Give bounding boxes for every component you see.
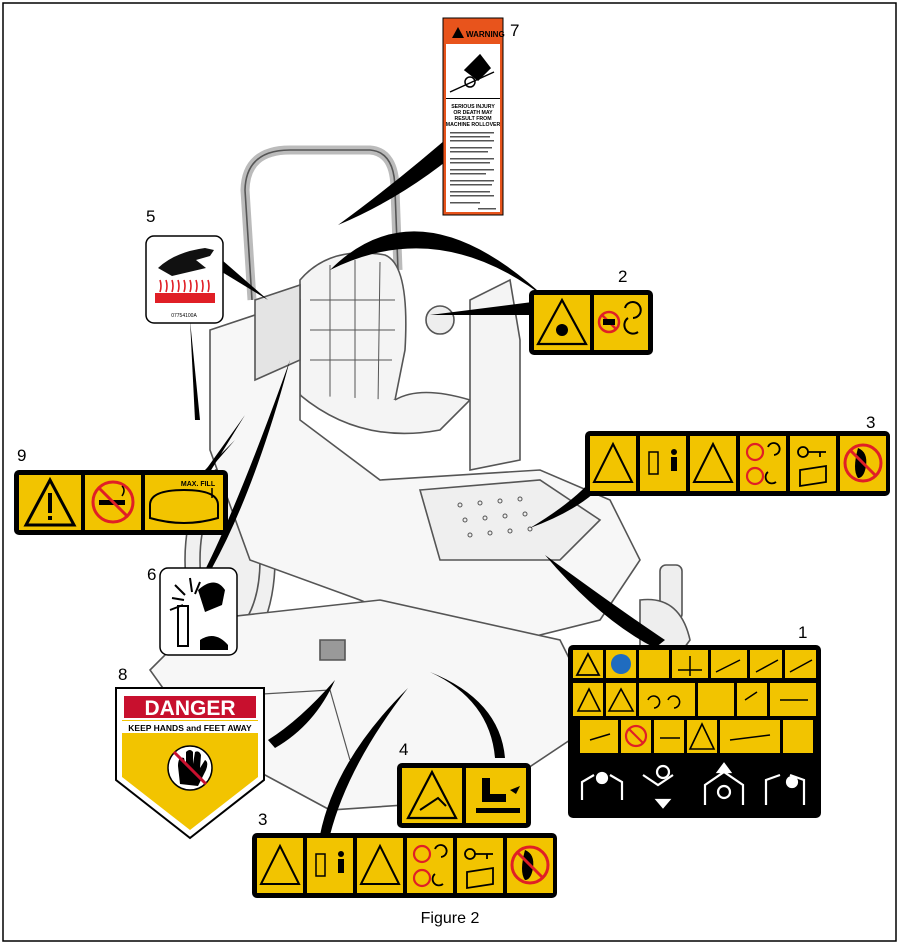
callout-4: 4 (399, 740, 408, 759)
callout-8: 8 (118, 665, 127, 684)
callout-2: 2 (618, 267, 627, 286)
decal-7-warning-rollover: WARNING SERIOUS INJURY OR DEATH MAY RESU… (443, 18, 505, 215)
decal-9-fuel: MAX. FILL (14, 470, 228, 535)
entanglement-icon (556, 324, 568, 336)
warning-header: WARNING (466, 30, 505, 39)
decal-2 (529, 290, 653, 355)
decal-3-right (585, 431, 890, 496)
callout-3-right: 3 (866, 413, 875, 432)
decal-6-battery (160, 568, 237, 655)
callout-5: 5 (146, 207, 155, 226)
decal-3-bottom (252, 833, 557, 898)
callout-3-bottom: 3 (258, 810, 267, 829)
callout-1: 1 (798, 623, 807, 642)
callout-6: 6 (147, 565, 156, 584)
callout-9: 9 (17, 446, 26, 465)
warning-line-4: MACHINE ROLLOVER (446, 122, 501, 128)
decal-4 (397, 763, 531, 828)
callout-7: 7 (510, 21, 519, 40)
no-hand-icon (168, 746, 212, 790)
danger-subtitle: KEEP HANDS and FEET AWAY (128, 723, 252, 733)
decal-5-hot-surface: 07754100A (146, 236, 223, 323)
max-fill-label: MAX. FILL (181, 481, 216, 488)
danger-title: DANGER (144, 697, 235, 720)
hot-surface-bar (155, 293, 215, 303)
hot-surface-part-number: 07754100A (171, 313, 197, 319)
decal-1-operation (568, 645, 821, 818)
figure-caption: Figure 2 (0, 910, 900, 928)
read-manual-icon (611, 654, 631, 674)
